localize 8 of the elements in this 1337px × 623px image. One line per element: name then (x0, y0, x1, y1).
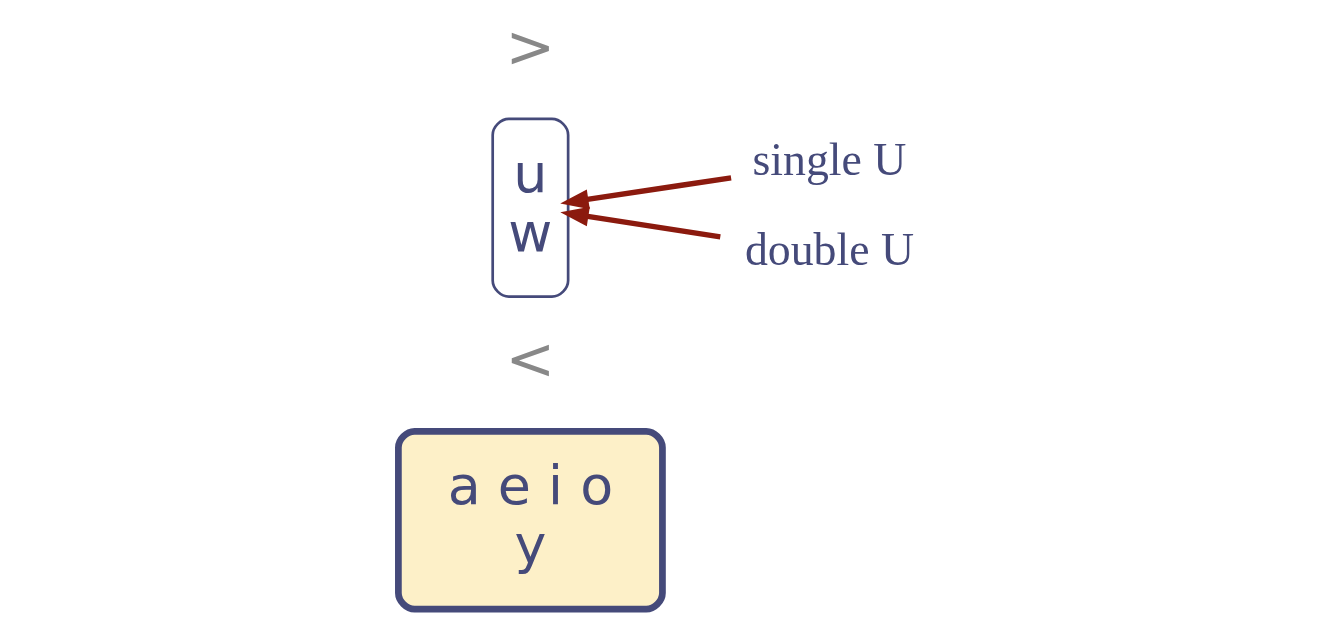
node-text: double U (744, 224, 915, 276)
node-box: a e i o y (395, 428, 666, 613)
arrow (560, 175, 732, 210)
node-text: single U (752, 134, 907, 186)
node-box: u w (491, 117, 570, 299)
arrow (560, 206, 721, 240)
label: > (505, 11, 556, 81)
label: < (505, 324, 556, 394)
